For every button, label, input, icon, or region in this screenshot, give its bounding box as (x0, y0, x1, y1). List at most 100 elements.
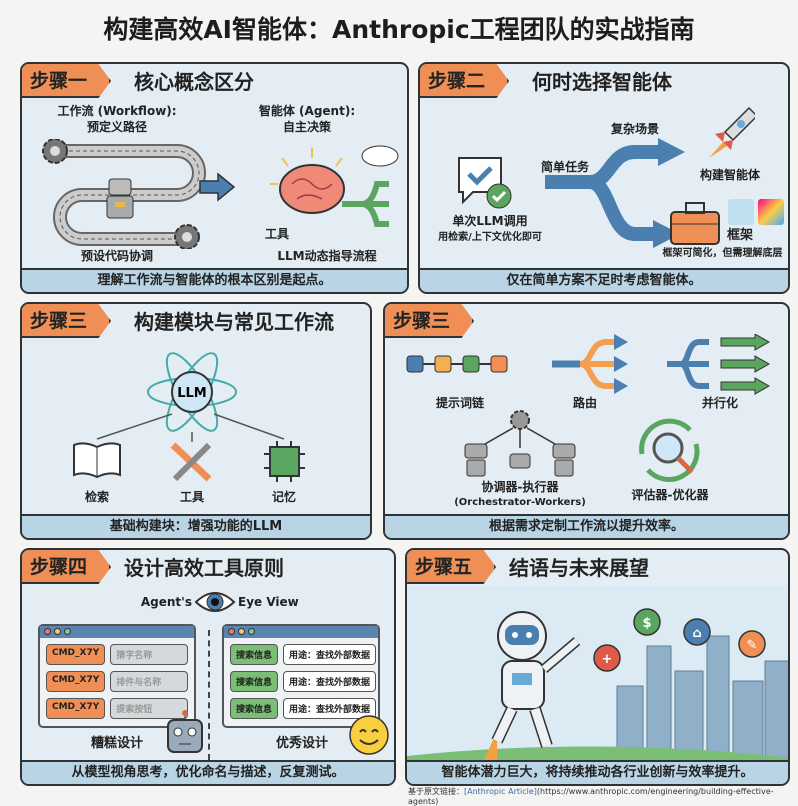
orchestrator-label: 协调器-执行器 (481, 480, 559, 494)
step-tag: 步骤四 (22, 550, 112, 584)
framework-label: 框架 (726, 228, 753, 243)
footer-prefix: 基于原文链接： (408, 787, 464, 796)
orchestrator-en-label: (Orchestrator-Workers) (454, 497, 586, 508)
orchestrator-workers-icon (464, 410, 576, 477)
agent-sub: 自主决策 (282, 120, 331, 134)
article-link[interactable]: [Anthropic Article] (464, 787, 537, 796)
tool-desc: 提索按钮 (110, 698, 188, 719)
workflow-label: 工作流 (Workflow): (57, 104, 177, 118)
tool-row: 搜索信息用途：查找外部数据 (230, 698, 377, 719)
panel-title: 构建模块与常见工作流 (134, 310, 334, 334)
framework-logo-icon (758, 199, 784, 225)
svg-text:+: + (602, 652, 613, 667)
smiley-icon (349, 715, 389, 755)
panel-title: 设计高效工具原则 (124, 556, 284, 580)
page-title: 构建高效AI智能体：Anthropic工程团队的实战指南 (103, 15, 695, 44)
framework-sub: 框架可简化，但需理解底层 (662, 248, 783, 259)
tool-name: 搜索信息 (230, 698, 279, 719)
chat-check-icon (458, 157, 512, 209)
llm-atom-icon: LLM (147, 352, 237, 432)
panel-caption: 智能体潜力巨大，将持续推动各行业创新与效率提升。 (407, 760, 788, 784)
tool-name: CMD_X7Y (46, 644, 106, 665)
parallel-label: 并行化 (701, 396, 738, 410)
step-tag: 步骤三 (22, 304, 112, 338)
memory-label: 记忆 (271, 490, 296, 504)
workflow-sub: 预定义路径 (86, 120, 147, 134)
bad-design-label: 糟糕设计 (90, 736, 143, 751)
connector-lines (96, 413, 285, 442)
step-tag: 步骤一 (22, 64, 112, 98)
tool-desc: 排件与名称 (110, 671, 188, 692)
evaluator-label: 评估器-优化器 (631, 488, 709, 502)
panel-title: 何时选择智能体 (532, 70, 672, 94)
panel-step3-workflows: 步骤三 提示词链 路由 并行化 协调器-执行器 (Orchestrator-Wo… (383, 302, 790, 540)
routing-label: 路由 (572, 396, 597, 410)
complex-scenario-label: 复杂场景 (610, 122, 659, 136)
tools-icon (170, 442, 212, 482)
divider (208, 630, 210, 760)
panel-caption: 仅在简单方案不足时考虑智能体。 (420, 268, 788, 292)
workflow-note: 预设代码协调 (80, 249, 153, 263)
tool-name: CMD_X7Y (46, 698, 106, 719)
prompt-chain-icon (406, 355, 508, 373)
llm-label: LLM (177, 386, 207, 401)
good-design-window: 搜索信息用途：查找外部数据 搜索信息用途：查找外部数据 搜索信息用途：查找外部数… (222, 624, 380, 728)
tool-desc: 用途：查找外部数据 (283, 698, 377, 719)
svg-text:✎: ✎ (747, 638, 758, 653)
fork-arrow (545, 138, 685, 248)
framework-logo-icon (728, 199, 754, 225)
step-tag: 步骤三 (385, 304, 475, 338)
tools-label: 工具 (179, 490, 204, 504)
simple-task-label: 简单任务 (540, 160, 589, 174)
panel-caption: 根据需求定制工作流以提升效率。 (385, 514, 788, 538)
rocket-icon (709, 106, 755, 158)
panel-step1: 步骤一 核心概念区分 工作流 (Workflow): 预定义路径 预设代码协调 … (20, 62, 409, 294)
routing-icon (552, 334, 628, 394)
tool-desc: 猜字名称 (110, 644, 188, 665)
build-agent-label: 构建智能体 (699, 168, 760, 182)
tool-name: 搜索信息 (230, 671, 279, 692)
memory-chip-icon (264, 441, 305, 482)
retrieval-label: 检索 (84, 490, 109, 504)
panel-caption: 理解工作流与智能体的根本区别是起点。 (22, 268, 407, 292)
panel-step2: 步骤二 何时选择智能体 单次LLM调用 用检索/上下文优化即可 简单任务 复杂场… (418, 62, 790, 294)
eye-view-right: Eye View (238, 595, 299, 609)
tool-name: 搜索信息 (230, 644, 279, 665)
panel-title: 结语与未来展望 (509, 556, 649, 580)
eye-view-left: Agent's (140, 595, 192, 609)
parallel-icon (667, 334, 771, 395)
tools-label: 工具 (264, 227, 289, 241)
tool-desc: 用途：查找外部数据 (283, 644, 377, 665)
panel-title: 核心概念区分 (134, 70, 254, 94)
panel-caption: 从模型视角思考，优化命名与描述，反复测试。 (22, 760, 394, 784)
confused-robot-icon (167, 710, 203, 753)
good-design-label: 优秀设计 (275, 736, 328, 751)
panel-step3-blocks: 步骤三 构建模块与常见工作流 LLM 检索 工具 记忆 基础构建块：增强功能的L… (20, 302, 372, 540)
brain-icon (270, 145, 399, 227)
agent-note: LLM动态指导流程 (277, 249, 377, 263)
svg-text:⌂: ⌂ (692, 626, 701, 641)
tool-desc: 用途：查找外部数据 (283, 671, 377, 692)
workflow-road-illustration (42, 139, 206, 249)
tool-row: 搜索信息用途：查找外部数据 (230, 644, 377, 665)
evaluator-loop-icon (639, 418, 700, 482)
eye-icon (194, 592, 236, 612)
agent-label: 智能体 (Agent): (258, 104, 356, 118)
step-tag: 步骤二 (420, 64, 510, 98)
arrow-right-icon (199, 172, 236, 202)
svg-text:$: $ (642, 616, 651, 631)
source-footer: 基于原文链接：[Anthropic Article](https://www.a… (408, 786, 798, 806)
tool-row: 搜索信息用途：查找外部数据 (230, 671, 377, 692)
step-tag: 步骤五 (407, 550, 497, 584)
panel-caption: 基础构建块：增强功能的LLM (22, 514, 370, 538)
single-call-label: 单次LLM调用 (452, 214, 528, 228)
tool-name: CMD_X7Y (46, 671, 106, 692)
prompt-chain-label: 提示词链 (435, 396, 484, 410)
future-city-illustration: + $ ⌂ ✎ (407, 586, 788, 766)
panel-step5: 步骤五 结语与未来展望 + $ ⌂ ✎ 智能体潜力巨大，将持续推动各行业创新与效率提升… (405, 548, 790, 786)
